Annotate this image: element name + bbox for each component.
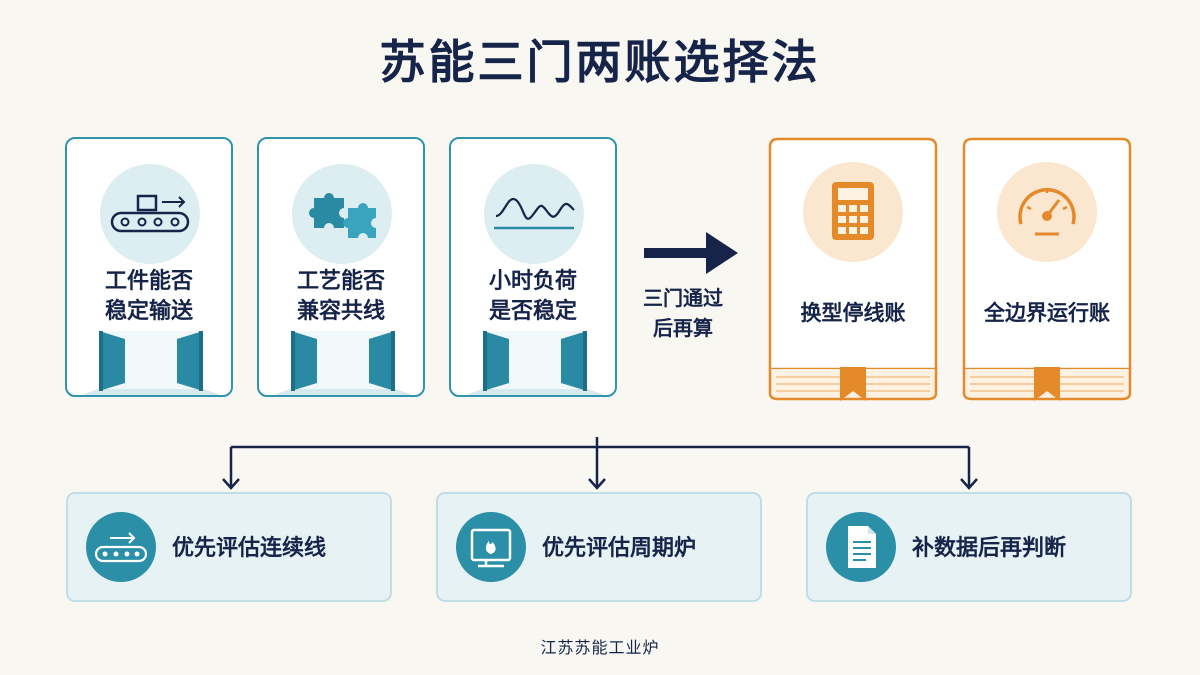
pass-note: 三门通过 后再算	[633, 283, 733, 343]
pass-note-line2: 后再算	[653, 316, 713, 340]
ledger-label: 换型停线账	[800, 301, 906, 325]
gate-label-line2: 兼容共线	[296, 299, 385, 324]
door-gate-icon	[274, 331, 412, 395]
page-title: 苏能三门两账选择法	[379, 35, 821, 89]
footer-brand: 江苏苏能工业炉	[540, 638, 660, 657]
document-icon	[826, 512, 896, 582]
pass-note-line1: 三门通过	[643, 286, 723, 310]
calculator-icon	[803, 162, 903, 262]
recommendation-more-data: 补数据后再判断	[806, 492, 1132, 602]
recommendation-continuous-line: 优先评估连续线	[66, 492, 392, 602]
gate-card-conveying: 工件能否 稳定输送	[65, 137, 233, 397]
gate-label-line1: 小时负荷	[488, 269, 577, 294]
right-arrow-icon	[644, 232, 738, 274]
door-gate-icon	[466, 331, 604, 395]
recommendation-label: 补数据后再判断	[912, 536, 1067, 561]
recommendation-label: 优先评估周期炉	[542, 536, 697, 561]
conveyor-icon	[100, 164, 200, 264]
gate-label-line2: 是否稳定	[488, 299, 577, 324]
furnace-icon	[456, 512, 526, 582]
puzzle-icon	[292, 164, 392, 264]
gate-label-line2: 稳定输送	[104, 299, 193, 324]
conveyor-icon	[86, 512, 156, 582]
gauge-icon	[997, 162, 1097, 262]
wave-icon	[484, 164, 584, 264]
gate-card-process: 工艺能否 兼容共线	[257, 137, 425, 397]
ledger-book-changeover: 换型停线账	[766, 137, 940, 401]
ledger-label: 全边界运行账	[984, 301, 1110, 325]
recommendation-label: 优先评估连续线	[172, 536, 327, 561]
recommendation-batch-furnace: 优先评估周期炉	[436, 492, 762, 602]
gate-label-line1: 工艺能否	[296, 269, 385, 294]
door-gate-icon	[82, 331, 220, 395]
ledger-book-full-boundary: 全边界运行账	[960, 137, 1134, 401]
gate-label-line1: 工件能否	[104, 269, 193, 294]
gate-card-load: 小时负荷 是否稳定	[449, 137, 617, 397]
